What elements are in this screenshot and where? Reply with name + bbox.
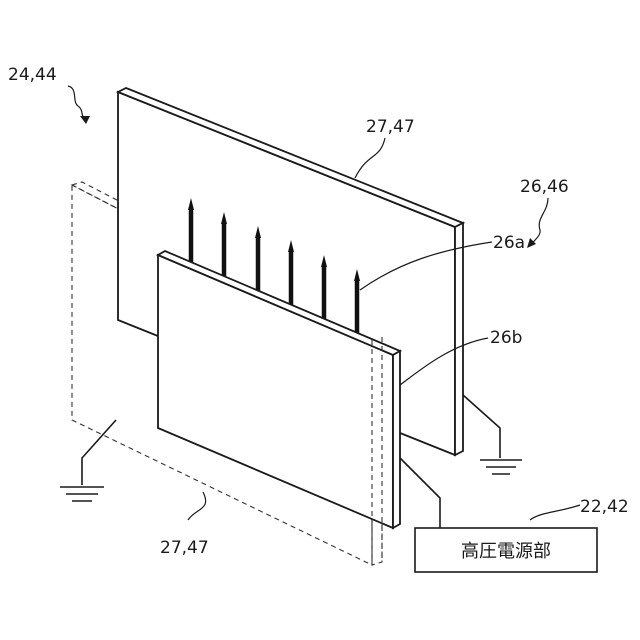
label-dashed-plate: 27,47 xyxy=(160,538,209,558)
needle xyxy=(255,226,261,294)
leader-power xyxy=(530,505,580,520)
arrowhead-electrode xyxy=(527,238,536,248)
label-needle: 26a xyxy=(493,233,525,253)
power-supply-label: 高圧電源部 xyxy=(461,541,551,562)
needle xyxy=(354,269,360,334)
label-assembly: 24,44 xyxy=(8,65,57,85)
label-power: 22,42 xyxy=(580,497,629,517)
leader-back-plate xyxy=(355,138,385,178)
leader-electrode xyxy=(532,198,548,244)
label-electrode: 26,46 xyxy=(520,177,569,197)
leader-dashed-plate xyxy=(188,492,206,520)
label-back-plate: 27,47 xyxy=(366,117,415,137)
power-supply-box: 高圧電源部 xyxy=(415,528,597,572)
needle xyxy=(288,240,294,307)
power-wire xyxy=(400,458,440,528)
ground-symbol-right xyxy=(463,395,522,474)
needle xyxy=(221,212,227,280)
label-front-plate: 26b xyxy=(490,328,522,348)
needle xyxy=(321,255,327,320)
needle xyxy=(188,198,194,268)
ground-symbol-left xyxy=(60,420,116,501)
arrowhead-assembly xyxy=(80,116,90,124)
